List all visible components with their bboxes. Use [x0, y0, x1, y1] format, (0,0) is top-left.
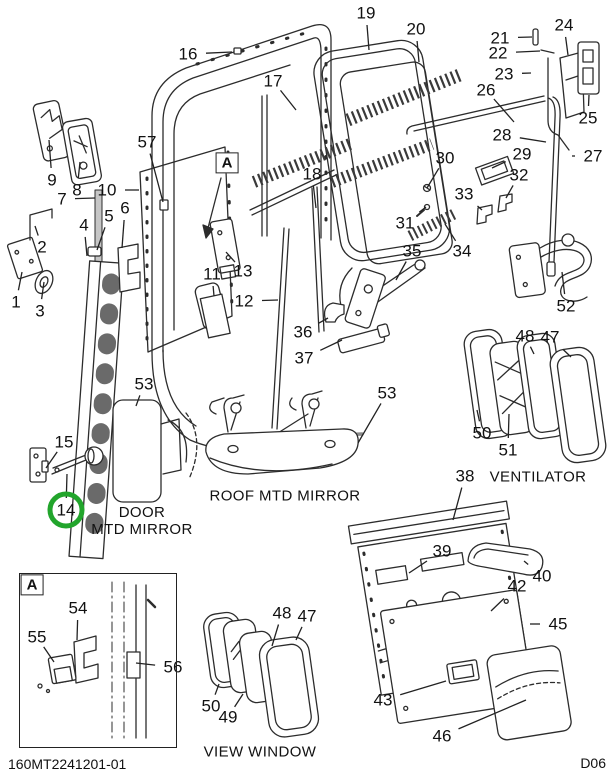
roof-mirror: [205, 390, 364, 475]
ventilator-label: VENTILATOR: [489, 468, 587, 486]
door-mirror: [112, 399, 162, 503]
striker-plate: [577, 41, 600, 95]
highlight-circle-14: [47, 491, 85, 529]
hinge-lower: [61, 117, 102, 186]
door-frame-outline: [151, 23, 332, 353]
roof-mirror-label: ROOF MTD MIRROR: [209, 487, 361, 505]
view-window-label: VIEW WINDOW: [203, 743, 317, 761]
detail-a-contents: [37, 581, 157, 743]
drawing-number: 160MT2241201-01: [8, 756, 127, 772]
door-mirror-label: DOOR MTD MIRROR: [91, 504, 193, 539]
door-panel: [139, 146, 233, 353]
glass-run-hatching: [251, 67, 465, 241]
door-mirror-label-line2: MTD MIRROR: [91, 521, 193, 538]
detail-a-box: [19, 573, 177, 748]
door-mirror-label-line1: DOOR: [118, 503, 166, 521]
ventilator-parts: [463, 328, 607, 464]
view-window-parts: [203, 611, 320, 738]
page-code: D06: [580, 755, 606, 771]
